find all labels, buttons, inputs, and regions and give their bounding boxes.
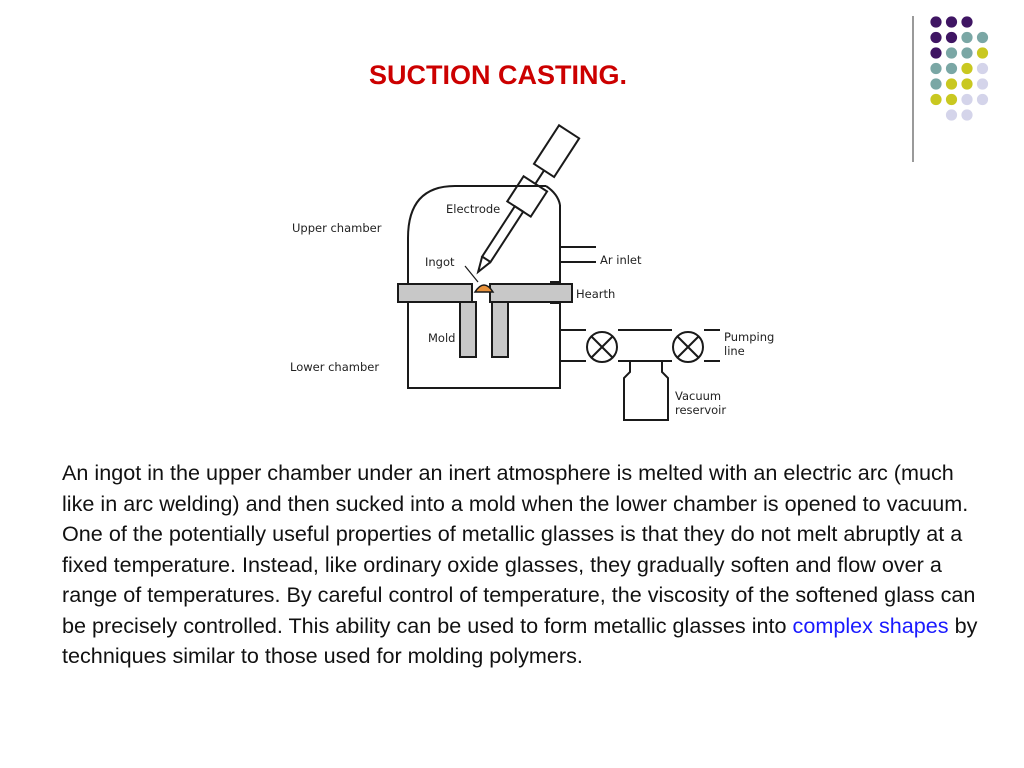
- decorative-dot: [945, 109, 958, 121]
- decorative-dot: [945, 62, 958, 75]
- decorative-divider-line: [912, 16, 914, 162]
- pump-valve-right: [672, 331, 704, 363]
- decorative-dot: [961, 62, 973, 75]
- decorative-dot: [961, 31, 973, 44]
- decorative-dot: [945, 78, 958, 90]
- label-pumping-line-2: line: [724, 344, 745, 358]
- electrode-top: [532, 123, 581, 179]
- ingot: [473, 284, 495, 293]
- decorative-dot: [976, 78, 989, 90]
- decorative-dot: [930, 16, 942, 28]
- hearth-left: [397, 283, 473, 303]
- decorative-dot: [961, 93, 973, 106]
- upper-chamber-outline: [407, 185, 561, 283]
- electrode-holder: [505, 174, 549, 219]
- decorative-dot: [945, 31, 958, 44]
- hearth-right: [489, 283, 573, 303]
- slide-title: SUCTION CASTING.: [368, 60, 627, 90]
- lower-chamber-outline: [407, 302, 561, 389]
- decorative-dot-grid: [930, 16, 989, 121]
- paragraph-text-start: An ingot in the upper chamber under an i…: [62, 460, 976, 638]
- decorative-dot: [930, 93, 942, 106]
- decorative-dot: [945, 93, 958, 106]
- decorative-dot: [930, 47, 942, 59]
- complex-shapes-link[interactable]: complex shapes: [792, 612, 949, 638]
- decorative-dot: [945, 16, 958, 28]
- pump-valve-left: [586, 331, 618, 363]
- mold-right: [491, 301, 509, 358]
- suction-casting-diagram: Upper chamber Electrode Ingot Ar inlet H…: [290, 123, 774, 421]
- mold-left: [459, 301, 477, 358]
- label-ar-inlet: Ar inlet: [600, 253, 642, 267]
- label-mold: Mold: [428, 331, 455, 345]
- decorative-dot: [976, 93, 989, 106]
- decorative-dot: [930, 31, 942, 44]
- decorative-dot: [976, 47, 989, 59]
- decorative-dot: [945, 47, 958, 59]
- decorative-dot: [930, 78, 942, 90]
- decorative-dot: [930, 62, 942, 75]
- label-vacuum-reservoir-1: Vacuum: [675, 389, 721, 403]
- decorative-dot: [961, 16, 973, 28]
- label-hearth: Hearth: [576, 287, 615, 301]
- label-vacuum-reservoir-2: reservoir: [675, 403, 726, 417]
- label-lower-chamber: Lower chamber: [290, 360, 379, 374]
- pumping-line: [560, 329, 720, 362]
- decorative-dot: [976, 31, 989, 44]
- label-upper-chamber: Upper chamber: [292, 221, 382, 235]
- ar-inlet-pipe: [560, 246, 596, 263]
- decorative-dot: [961, 109, 973, 121]
- vacuum-reservoir: [623, 361, 669, 421]
- paragraph-text-end: by techniques similar to those used for …: [62, 612, 978, 669]
- decorative-dot: [961, 47, 973, 59]
- label-ingot: Ingot: [425, 255, 455, 269]
- decorative-dot: [976, 62, 989, 75]
- electrode-tip: [476, 256, 492, 275]
- label-electrode: Electrode: [446, 202, 500, 216]
- label-pumping-line-1: Pumping: [724, 330, 774, 344]
- electrode-rod: [480, 204, 525, 264]
- decorative-dot: [961, 78, 973, 90]
- body-paragraph: An ingot in the upper chamber under an i…: [62, 458, 982, 672]
